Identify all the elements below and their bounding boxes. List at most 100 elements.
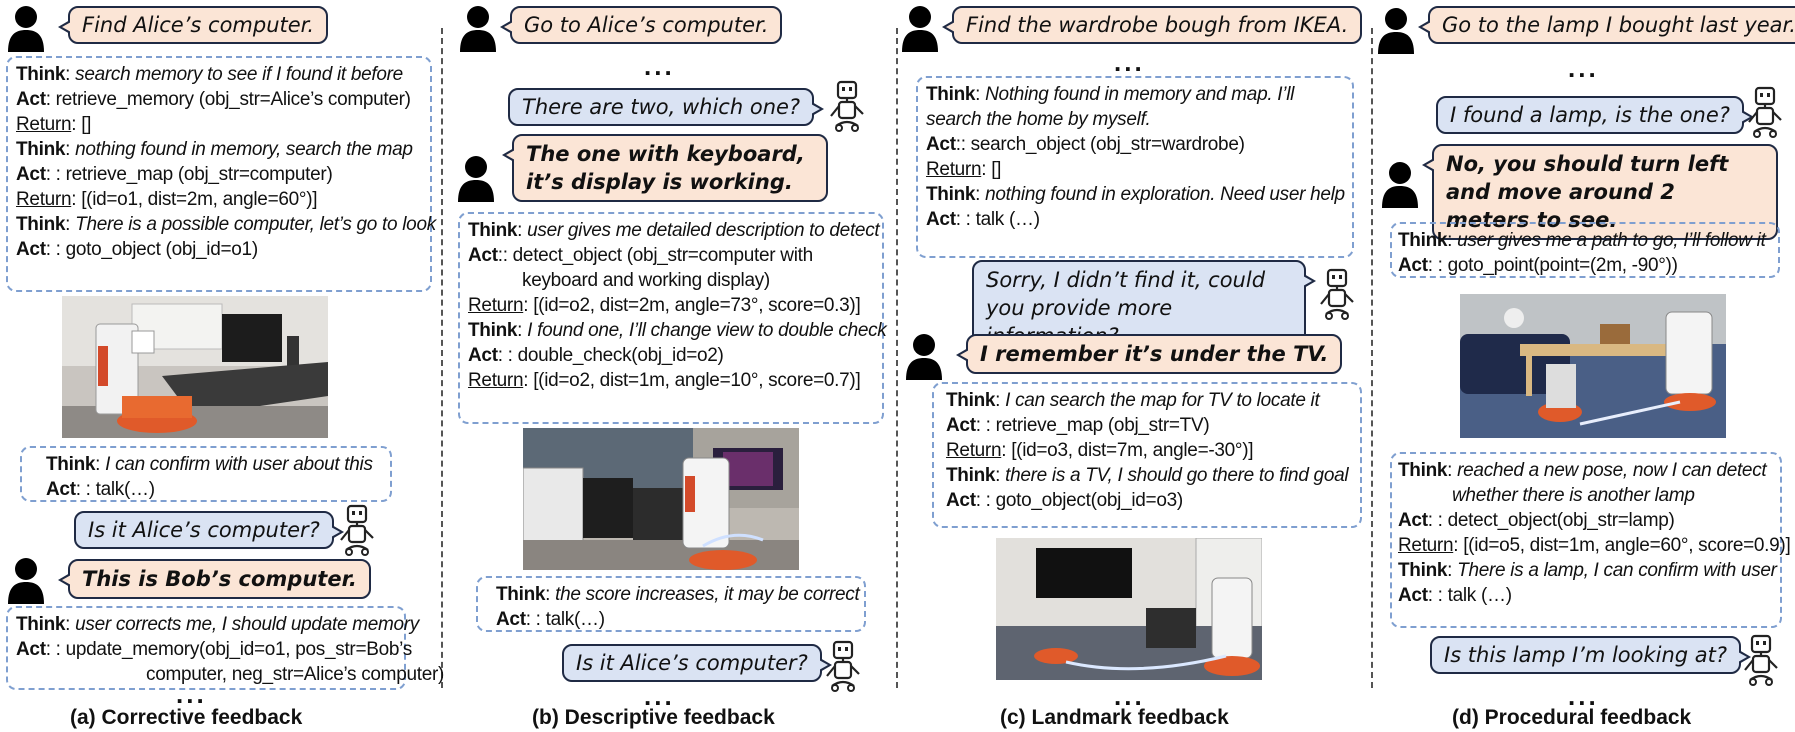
user-icon [1376,6,1416,54]
reasoning-box: Think: search memory to see if I found i… [6,56,436,292]
reasoning-box: Think: user corrects me, I should update… [6,606,445,690]
think-text: nothing found in memory, search the map [75,139,413,160]
act-continuation: computer, neg_str=Alice’s computer) [146,664,445,685]
think-text: search the home by myself. [926,109,1151,130]
return-label: Return [16,189,72,210]
think-text: the score increases, it may be correct [555,584,860,605]
think-text: nothing found in exploration. Need user … [985,184,1345,205]
reasoning-box: Think: the score increases, it may be co… [476,576,866,632]
robot-bubble: Is it Alice’s computer? [562,644,832,682]
return-text: : [] [71,114,92,135]
return-label: Return [16,114,72,135]
act-label: Act [946,415,976,436]
robot-icon [826,80,868,132]
scene-photo-tv-room [996,538,1262,680]
ellipsis: ... [176,679,207,709]
caption: (a) Corrective feedback [70,706,303,729]
act-text: : retrieve_memory (obj_str=Alice’s compu… [45,89,411,110]
think-label: Think [946,390,996,411]
think-text: whether there is another lamp [1452,485,1695,506]
ellipsis: ... [1568,53,1599,83]
act-text: : : goto_point(point=(2m, -90°)) [1427,255,1678,276]
panel-divider [896,28,898,688]
act-text: :: detect_object (obj_str=computer with [497,245,813,266]
think-label: Think [46,454,96,475]
think-text: user gives me a path to go, I’ll follow … [1457,230,1766,251]
reasoning-box: Think: reached a new pose, now I can det… [1390,452,1791,628]
return-text: : [(id=o5, dist=1m, angle=60°, score=0.9… [1453,535,1791,556]
act-text: : : detect_object(obj_str=lamp) [1427,510,1675,531]
think-label: Think [1398,230,1448,251]
robot-bubble: I found a lamp, is the one? [1436,96,1754,134]
think-label: Think [468,320,518,341]
act-text: : : double_check(obj_id=o2) [497,345,724,366]
reasoning-box: Think: I can confirm with user about thi… [20,446,392,502]
caption: (d) Procedural feedback [1452,706,1692,729]
think-label: Think [926,84,976,105]
return-label: Return [468,370,524,391]
robot-icon [1740,634,1782,686]
think-text: Nothing found in memory and map. I’ll [985,84,1295,105]
user-icon [456,154,496,202]
act-text: : : goto_object(obj_id=o3) [975,490,1183,511]
act-label: Act [16,239,46,260]
user-icon [1380,160,1420,208]
think-text: user gives me detailed description to de… [527,220,880,241]
user-bubble: I remember it’s under the TV. [955,334,1343,374]
act-label: Act [1398,510,1428,531]
user-icon [458,4,498,52]
return-text: : [(id=o1, dist=2m, angle=60°)] [71,189,318,210]
act-label: Act [468,245,498,266]
act-label: Act [16,164,46,185]
act-label: Act [16,89,46,110]
panel-divider [1371,28,1373,688]
think-text: user corrects me, I should update memory [75,614,420,635]
ellipsis: ... [1568,681,1599,711]
robot-bubble: There are two, which one? [508,88,825,126]
act-text: : : retrieve_map (obj_str=TV) [975,415,1210,436]
user-bubble: Find the wardrobe bough from IKEA. [941,6,1363,44]
scene-photo-office-computer [62,296,328,438]
act-label: Act [1398,255,1428,276]
scene-photo-lab-computers [523,428,799,570]
think-text: There is a possible computer, let’s go t… [75,214,436,235]
return-label: Return [1398,535,1454,556]
act-text: : : talk (…) [1427,585,1512,606]
user-bubble: Find Alice’s computer. [57,6,329,44]
user-icon [6,4,46,52]
scene-photo-lamp-room [1460,294,1726,438]
act-text: : : talk(…) [75,479,155,500]
act-text: : : retrieve_map (obj_str=computer) [45,164,333,185]
reasoning-box: Think: I can search the map for TV to lo… [932,382,1362,528]
return-text: : [] [981,159,1002,180]
robot-icon [1744,86,1786,138]
reasoning-box: Think: user gives me a path to go, I’ll … [1390,222,1780,278]
ellipsis: ... [1114,681,1145,711]
robot-icon [822,640,864,692]
act-label: Act [46,479,76,500]
think-text: I found one, I’ll change view to double … [527,320,887,341]
reasoning-box: Think: Nothing found in memory and map. … [916,76,1354,258]
caption: (c) Landmark feedback [1000,706,1229,729]
think-text: I can search the map for TV to locate it [1005,390,1320,411]
user-icon [6,556,46,604]
act-text: :: search_object (obj_str=wardrobe) [955,134,1245,155]
act-label: Act [926,209,956,230]
robot-bubble: Is it Alice’s computer? [74,511,344,549]
robot-icon [1316,268,1358,320]
think-label: Think [16,64,66,85]
return-label: Return [946,440,1002,461]
caption: (b) Descriptive feedback [532,706,775,729]
think-text: search memory to see if I found it befor… [75,64,403,85]
think-label: Think [946,465,996,486]
return-label: Return [926,159,982,180]
think-label: Think [16,214,66,235]
think-label: Think [468,220,518,241]
act-text: : : talk (…) [955,209,1040,230]
think-label: Think [1398,460,1448,481]
return-text: : [(id=o2, dist=1m, angle=10°, score=0.7… [523,370,861,391]
think-label: Think [496,584,546,605]
act-label: Act [1398,585,1428,606]
act-text: : : update_memory(obj_id=o1, pos_str=Bob… [45,639,413,660]
user-icon [900,4,940,52]
